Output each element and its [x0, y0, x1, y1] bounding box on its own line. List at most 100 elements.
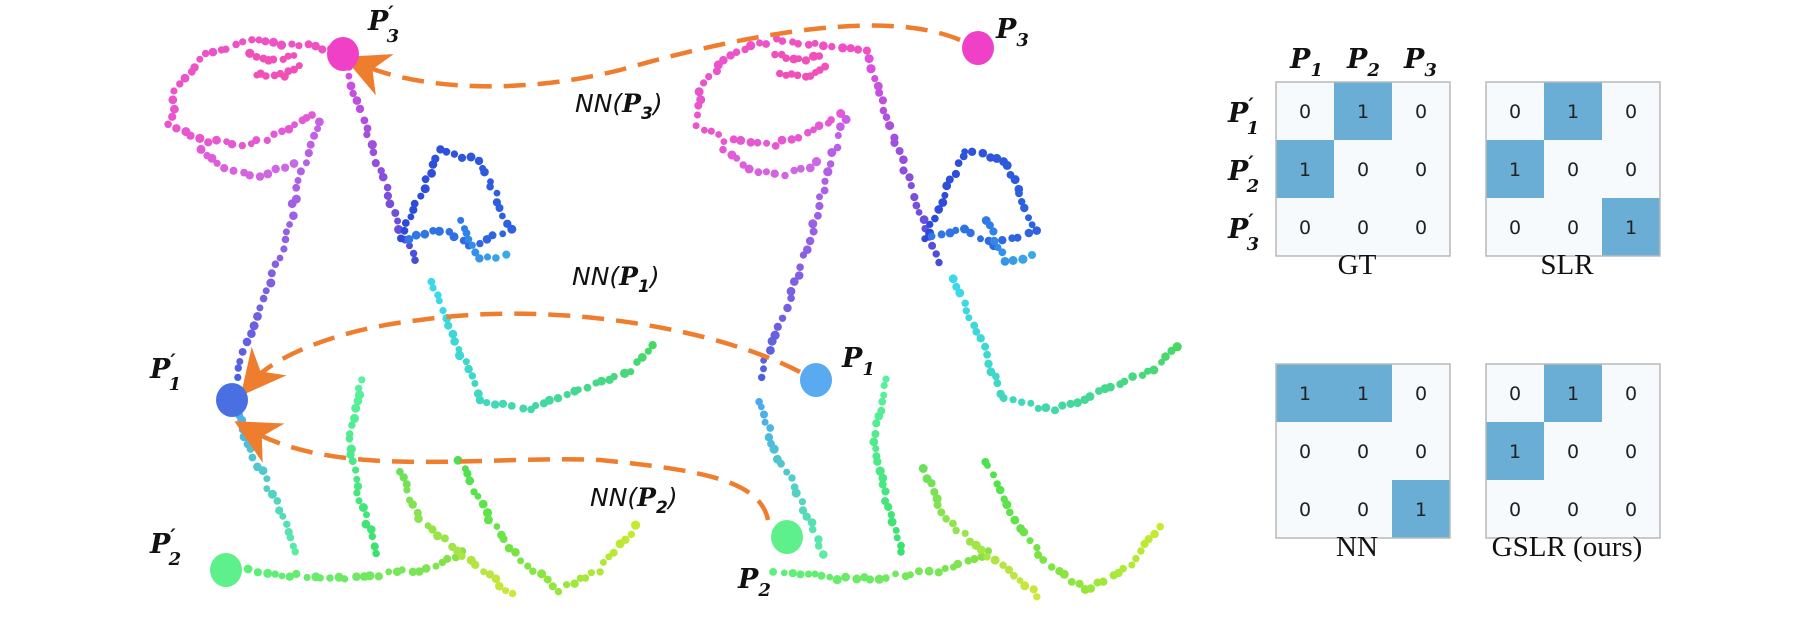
- matrix-cell: [1392, 422, 1450, 480]
- matrix-cell-value: 0: [1509, 499, 1521, 521]
- matrix-cell-value: 0: [1567, 217, 1579, 239]
- matrix-cell: [1602, 198, 1660, 256]
- keypoint-label: P2: [737, 564, 771, 601]
- keypoint-p2: P2: [737, 520, 803, 601]
- matrix-cell: [1544, 82, 1602, 140]
- matrix-cell-value: 0: [1299, 217, 1311, 239]
- matrix-cell: [1392, 198, 1450, 256]
- matrix-cell: [1392, 82, 1450, 140]
- matrix-cell: [1334, 364, 1392, 422]
- keypoint-marker: [800, 363, 832, 397]
- keypoint-label: P′1: [149, 349, 181, 395]
- matrix-cell-value: 1: [1625, 217, 1637, 239]
- matrix-cell-value: 1: [1567, 101, 1579, 123]
- matrix-cell: [1334, 422, 1392, 480]
- matrix-border: [1485, 363, 1661, 539]
- matrix-cell: [1544, 198, 1602, 256]
- keypoint-marker: [216, 383, 248, 417]
- arrow-label: NN(P3): [575, 89, 663, 124]
- row-header: P′3: [1227, 209, 1259, 255]
- matrix-border: [1275, 363, 1451, 539]
- matrix-cell: [1486, 82, 1544, 140]
- matrix-cell: [1602, 480, 1660, 538]
- keypoint-label: P′3: [367, 1, 399, 47]
- matrix-cell-value: 1: [1509, 441, 1521, 463]
- nn-arrows: NN(P1) NN(P2) NN(P3): [234, 23, 961, 521]
- keypoint-label: P1: [841, 343, 875, 380]
- matrix-cell: [1544, 422, 1602, 480]
- dashed-arrow: [234, 421, 771, 521]
- keypoint-label: P3: [995, 14, 1029, 51]
- matrix-cell-value: 0: [1625, 159, 1637, 181]
- column-header: P3: [1403, 44, 1437, 81]
- matrix-cell-value: 1: [1567, 383, 1579, 405]
- column-header: P1: [1289, 44, 1323, 81]
- matrix-cell: [1392, 140, 1450, 198]
- matrix-cell: [1392, 364, 1450, 422]
- matrix-cell: [1486, 364, 1544, 422]
- matrix-cell-value: 0: [1509, 101, 1521, 123]
- matrix-cell-value: 1: [1357, 101, 1369, 123]
- matrix-cell-value: 0: [1567, 159, 1579, 181]
- dashed-arrow: [343, 23, 961, 96]
- matrix-cell: [1602, 82, 1660, 140]
- matrix-title: SLR: [1540, 249, 1594, 281]
- matrix-cell: [1486, 198, 1544, 256]
- matrix-cell-value: 0: [1625, 499, 1637, 521]
- matrix-cell: [1334, 198, 1392, 256]
- matrix-cell-value: 0: [1299, 499, 1311, 521]
- matrix-cell-value: 0: [1415, 101, 1427, 123]
- keypoint-p3: P3: [962, 14, 1029, 65]
- matrix-cell-value: 0: [1625, 383, 1637, 405]
- row-header: P′1: [1227, 93, 1259, 139]
- keypoint-p2p: P′2: [149, 524, 242, 587]
- matrix-cell-value: 0: [1625, 101, 1637, 123]
- arrow-nn3: NN(P3): [343, 23, 961, 124]
- keypoint-p1: P1: [800, 343, 875, 397]
- matrix-cell: [1486, 422, 1544, 480]
- matrix-cell: [1334, 82, 1392, 140]
- matrix-border: [1275, 81, 1451, 257]
- matrix-cell: [1602, 422, 1660, 480]
- keypoint-marker: [210, 553, 242, 587]
- matrix-cell-value: 0: [1357, 159, 1369, 181]
- arrow-nn1: NN(P1): [240, 262, 802, 396]
- matrix-cell-value: 0: [1415, 383, 1427, 405]
- matrix-cell: [1544, 480, 1602, 538]
- arrow-nn2: NN(P2): [234, 421, 771, 521]
- matrix-cell: [1334, 140, 1392, 198]
- matrix-cell: [1276, 82, 1334, 140]
- matrix-cell: [1602, 140, 1660, 198]
- matrix-cell: [1544, 364, 1602, 422]
- column-header: P2: [1346, 44, 1380, 81]
- matrix-cell-value: 0: [1509, 383, 1521, 405]
- keypoint-p3p: P′3: [327, 1, 399, 71]
- left-point-cloud: [164, 36, 657, 598]
- matrix-cell-value: 0: [1509, 217, 1521, 239]
- matrix-cell-value: 0: [1415, 217, 1427, 239]
- arrow-label: NN(P2): [590, 483, 678, 518]
- matrix-cell-value: 1: [1509, 159, 1521, 181]
- matrix-cell-value: 0: [1567, 441, 1579, 463]
- matrix-cell: [1276, 422, 1334, 480]
- matrix-cell-value: 0: [1299, 101, 1311, 123]
- matrix-cell-value: 0: [1415, 159, 1427, 181]
- matrix-cell-value: 0: [1625, 441, 1637, 463]
- matrix-cell: [1486, 140, 1544, 198]
- matrix-cell-value: 0: [1357, 499, 1369, 521]
- matrix-cell: [1276, 364, 1334, 422]
- keypoint-p1p: P′1: [149, 349, 248, 417]
- matrix-cell: [1544, 140, 1602, 198]
- matrix-cell: [1276, 140, 1334, 198]
- matrix-cell: [1276, 198, 1334, 256]
- dashed-arrow: [240, 311, 802, 396]
- matrix-title: GSLR (ours): [1492, 531, 1643, 563]
- matrix-cell-value: 0: [1357, 217, 1369, 239]
- keypoint-marker: [962, 31, 994, 65]
